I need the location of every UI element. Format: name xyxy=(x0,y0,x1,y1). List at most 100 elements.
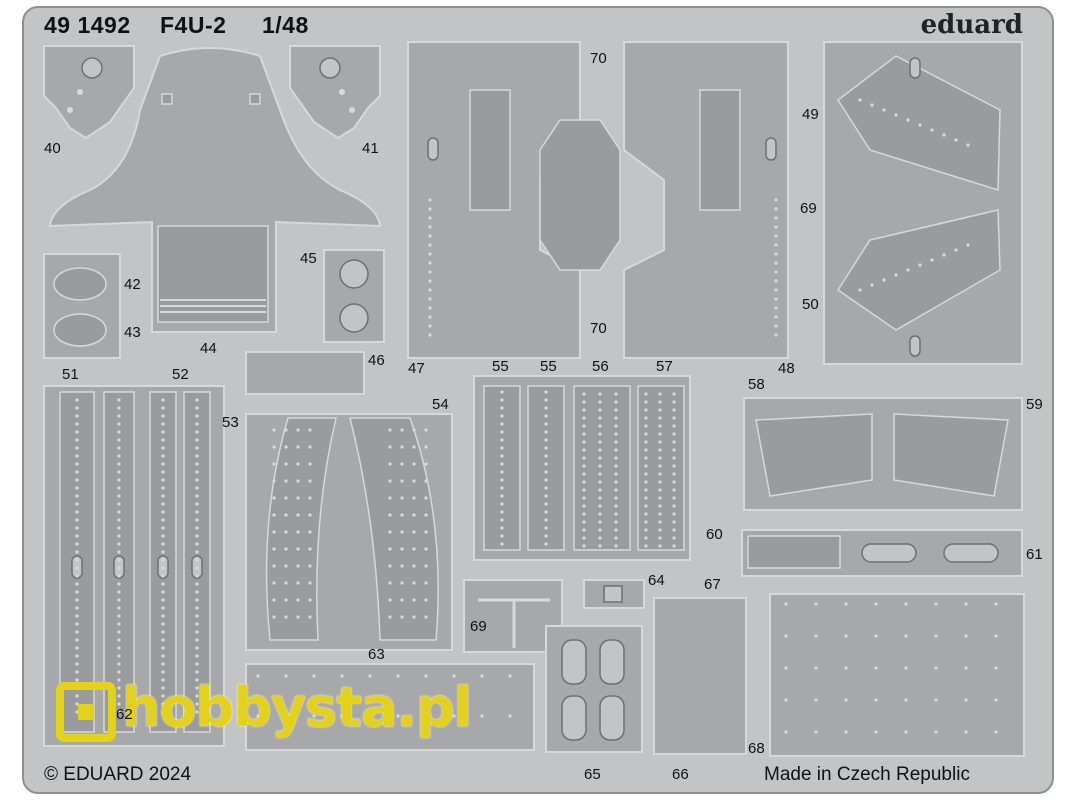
rivet xyxy=(784,666,788,670)
rivet xyxy=(508,674,512,678)
rivet xyxy=(117,622,121,626)
rivet xyxy=(161,414,165,418)
rivet xyxy=(774,306,778,310)
rivet xyxy=(894,113,898,117)
part-number-63: 63 xyxy=(368,646,385,663)
rivet xyxy=(544,478,548,482)
rivet xyxy=(500,446,504,450)
rivet xyxy=(614,544,618,548)
rivet xyxy=(308,615,312,619)
rivet xyxy=(964,730,968,734)
rivet xyxy=(195,446,199,450)
part-number-65: 65 xyxy=(584,766,601,783)
rivet xyxy=(644,400,648,404)
rivet xyxy=(161,646,165,650)
rivet xyxy=(117,558,121,562)
rivet xyxy=(400,615,404,619)
rivet xyxy=(161,630,165,634)
rivet xyxy=(658,440,662,444)
rivet xyxy=(296,615,300,619)
rivet xyxy=(644,504,648,508)
rivet xyxy=(614,456,618,460)
rivet xyxy=(672,432,676,436)
rivet xyxy=(161,406,165,410)
rivet xyxy=(582,512,586,516)
rivet xyxy=(500,422,504,426)
rivet xyxy=(424,598,428,602)
rivet xyxy=(658,424,662,428)
rivet xyxy=(480,714,484,718)
rivet xyxy=(994,698,998,702)
rivet xyxy=(644,448,648,452)
rivet xyxy=(161,542,165,546)
rivet xyxy=(672,496,676,500)
rivet xyxy=(658,416,662,420)
rivet xyxy=(117,470,121,474)
rivet xyxy=(195,518,199,522)
rivet xyxy=(75,406,79,410)
rivet xyxy=(161,478,165,482)
rivet xyxy=(195,638,199,642)
rivet xyxy=(296,462,300,466)
rivet xyxy=(658,536,662,540)
rivet xyxy=(644,496,648,500)
rivet xyxy=(598,416,602,420)
part-number-55-a: 55 xyxy=(492,358,509,375)
rivet xyxy=(614,496,618,500)
rivet xyxy=(544,534,548,538)
rivet xyxy=(117,574,121,578)
rivet xyxy=(784,698,788,702)
rivet xyxy=(75,622,79,626)
rivet xyxy=(672,528,676,532)
rivet xyxy=(582,448,586,452)
rivet xyxy=(161,486,165,490)
rivet xyxy=(994,634,998,638)
rivet xyxy=(75,494,79,498)
rivet xyxy=(388,581,392,585)
rivet xyxy=(117,694,121,698)
rivet xyxy=(117,502,121,506)
rivet xyxy=(388,530,392,534)
rivet xyxy=(428,288,432,292)
rivet xyxy=(117,606,121,610)
rivet xyxy=(582,416,586,420)
rivet xyxy=(195,694,199,698)
part-56 xyxy=(573,385,631,551)
rivet xyxy=(75,470,79,474)
rivet xyxy=(582,488,586,492)
rivet xyxy=(308,547,312,551)
rivet xyxy=(284,462,288,466)
rivet xyxy=(75,710,79,714)
rivet xyxy=(308,496,312,500)
rivet xyxy=(906,118,910,122)
rivet xyxy=(117,542,121,546)
rivet xyxy=(964,698,968,702)
rivet xyxy=(934,666,938,670)
rivet xyxy=(598,544,602,548)
rivet xyxy=(75,526,79,530)
rivet xyxy=(428,279,432,283)
rivet xyxy=(161,462,165,466)
part-number-49: 49 xyxy=(802,106,819,123)
rivet xyxy=(75,574,79,578)
rivet xyxy=(256,714,260,718)
rivet xyxy=(272,496,276,500)
rivet xyxy=(161,662,165,666)
rivet xyxy=(644,432,648,436)
rivet xyxy=(424,513,428,517)
rivet xyxy=(500,526,504,530)
rivet xyxy=(500,462,504,466)
rivet xyxy=(117,702,121,706)
rivet xyxy=(428,333,432,337)
rivet xyxy=(500,398,504,402)
rivet xyxy=(582,480,586,484)
rivet xyxy=(117,550,121,554)
rivet xyxy=(75,630,79,634)
rivet xyxy=(412,581,416,585)
rivet xyxy=(308,564,312,568)
rivet xyxy=(904,698,908,702)
part-66-67-frame xyxy=(653,597,747,755)
part-number-68: 68 xyxy=(748,740,765,757)
rivet xyxy=(400,598,404,602)
